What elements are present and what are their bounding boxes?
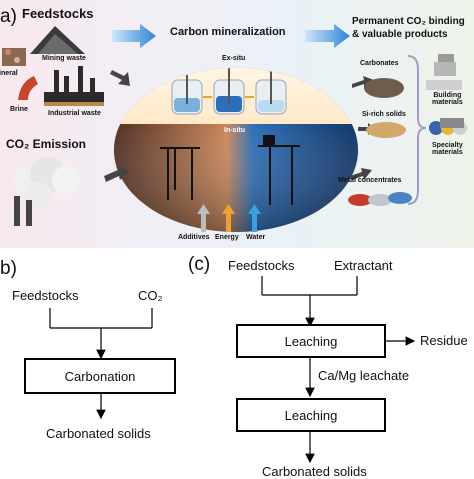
permanent-title-line1: Permanent CO₂ binding [352, 16, 465, 27]
arrow-co2-to-mineralization [104, 166, 130, 182]
leaching-label-1: Leaching [284, 333, 338, 349]
panel-b-label: b) [0, 258, 17, 279]
si-rich-solids-label: Si-rich solids [362, 111, 406, 118]
energy-arrow-icon [222, 204, 235, 232]
arrow-to-metal-concentrates [350, 168, 372, 180]
water-label: Water [246, 234, 266, 241]
si-rich-solids-image [366, 122, 406, 138]
panel-a-illustration [2, 24, 467, 233]
carbonates-label: Carbonates [360, 60, 399, 67]
brine-label: Brine [10, 106, 28, 113]
panel-a: a) Feedstocks Mining waste ineral Brine … [0, 0, 474, 248]
in-situ-label: In-situ [224, 127, 245, 134]
industrial-waste-image [44, 66, 104, 106]
panel-b-co2: CO₂ [138, 288, 163, 303]
reactor-3-icon [255, 68, 287, 115]
specialty-materials-line2: materials [432, 149, 463, 156]
products-brace [407, 55, 427, 205]
header-arrow-left [112, 24, 156, 48]
panel-c-extractant: Extractant [334, 258, 393, 273]
building-materials-line2: materials [432, 99, 463, 106]
panel-c-feedstocks: Feedstocks [228, 258, 295, 273]
feedstocks-title: Feedstocks [22, 6, 94, 21]
permanent-title-line2: & valuable products [352, 29, 448, 40]
mineral-label: ineral [0, 70, 18, 77]
panel-b-feedstocks: Feedstocks [12, 288, 79, 303]
ex-situ-label: Ex-situ [222, 55, 246, 62]
building-materials-label: Building materials [432, 92, 463, 106]
panel-b-carbonated-solids: Carbonated solids [46, 426, 151, 441]
panel-c-residue: Residue [420, 333, 468, 348]
arrow-to-carbonates [352, 76, 374, 88]
panel-b-connectors [49, 308, 153, 420]
arrow-feedstock-to-mineralization [110, 70, 130, 86]
energy-label: Energy [215, 234, 239, 241]
additives-arrow-icon [197, 204, 210, 232]
specialty-materials-image [429, 118, 467, 135]
panel-a-label: a) [0, 6, 17, 27]
flow-lines [49, 276, 416, 464]
leaching-box-2: Leaching [236, 398, 386, 432]
header-arrow-right [305, 24, 350, 48]
building-materials-image [426, 54, 462, 90]
carbon-mineralization-title: Carbon mineralization [170, 26, 286, 38]
carbonation-box: Carbonation [24, 358, 176, 394]
panel-c-leachate: Ca/Mg leachate [318, 368, 410, 383]
onshore-rig-icon [160, 147, 200, 200]
co2-emission-title: CO₂ Emission [6, 137, 87, 151]
industrial-waste-label: Industrial waste [48, 110, 101, 117]
metal-concentrates-image [348, 192, 412, 206]
additives-label: Additives [178, 234, 210, 241]
carbonation-label: Carbonation [64, 368, 136, 384]
panel-c-carbonated-solids: Carbonated solids [262, 464, 367, 479]
building-materials-line1: Building [433, 92, 462, 99]
specialty-materials-line1: Specialty [432, 142, 463, 149]
reactor-2-icon [213, 68, 245, 115]
carbonates-image [364, 78, 404, 98]
leaching-box-1: Leaching [236, 324, 386, 358]
mining-waste-label: Mining waste [42, 55, 86, 62]
panel-c-connectors [261, 276, 416, 464]
metal-concentrates-label: Metal concentrates [338, 177, 402, 184]
co2-emission-image [14, 157, 80, 226]
brine-pipe-image [18, 76, 38, 100]
water-arrow-icon [248, 204, 261, 232]
specialty-materials-label: Specialty materials [432, 142, 463, 156]
offshore-rig-icon [258, 135, 300, 205]
leaching-label-2: Leaching [284, 407, 338, 423]
panel-c-label: (c) [188, 254, 211, 275]
